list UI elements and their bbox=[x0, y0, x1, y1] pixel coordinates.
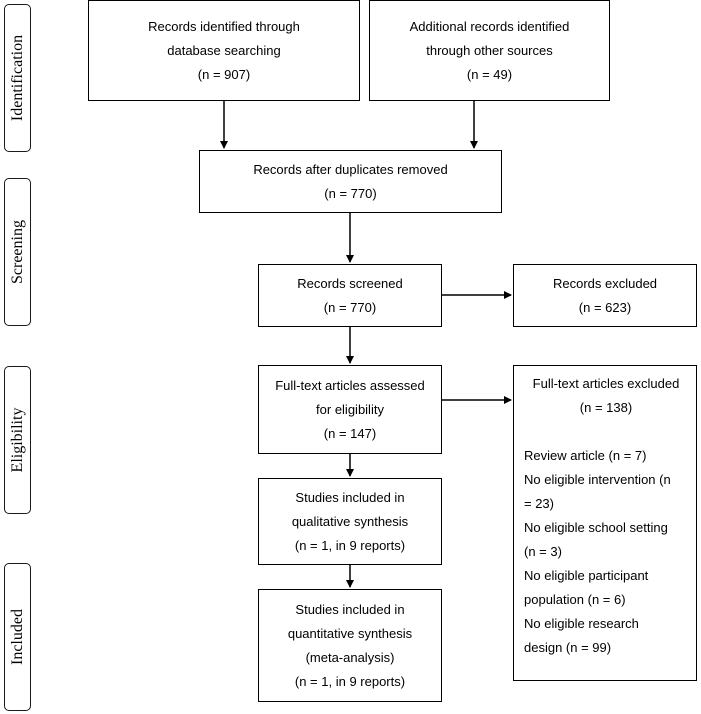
box-count: (n = 770) bbox=[324, 185, 377, 201]
box-count: (n = 907) bbox=[197, 66, 251, 82]
box-count: (n = 1, in 9 reports) bbox=[294, 537, 406, 553]
box-line: Full-text articles assessed bbox=[275, 377, 425, 393]
box-line: (meta-analysis) bbox=[305, 649, 395, 665]
box-count: (n = 1, in 9 reports) bbox=[294, 673, 406, 689]
box-count: (n = 623) bbox=[578, 299, 632, 315]
box-records-screened: Records screened (n = 770) bbox=[258, 264, 442, 327]
box-line: Records after duplicates removed bbox=[253, 161, 448, 177]
exclusion-reason: No eligible research bbox=[524, 616, 639, 631]
box-line: Studies included in bbox=[295, 601, 405, 617]
box-line: quantitative synthesis bbox=[287, 625, 413, 641]
exclusion-reason: No eligible school setting bbox=[524, 520, 668, 535]
box-records-excluded: Records excluded (n = 623) bbox=[513, 264, 697, 327]
stage-tab-included: Included bbox=[4, 563, 31, 711]
box-line: for eligibility bbox=[316, 401, 384, 417]
exclusion-reason: design (n = 99) bbox=[524, 640, 612, 655]
box-line: Records identified through bbox=[148, 18, 300, 34]
box-count: (n = 770) bbox=[323, 299, 377, 315]
box-database-records: Records identified through database sear… bbox=[88, 0, 360, 101]
box-other-sources: Additional records identified through ot… bbox=[369, 0, 610, 101]
box-fulltext-assessed: Full-text articles assessed for eligibil… bbox=[258, 365, 442, 454]
box-line: Records excluded bbox=[552, 275, 658, 291]
exclusion-reason: population (n = 6) bbox=[524, 592, 626, 607]
exclusion-reason: Review article (n = 7) bbox=[524, 448, 647, 463]
box-line: Studies included in bbox=[295, 489, 405, 505]
box-after-duplicates: Records after duplicates removed (n = 77… bbox=[199, 150, 502, 213]
box-line: database searching bbox=[167, 42, 281, 58]
box-line: through other sources bbox=[426, 42, 553, 58]
box-line: Additional records identified bbox=[409, 18, 570, 34]
exclusion-reason: (n = 3) bbox=[524, 544, 562, 559]
box-count: (n = 138) bbox=[579, 400, 633, 415]
box-qualitative-synthesis: Studies included in qualitative synthesi… bbox=[258, 478, 442, 565]
exclusion-reason: = 23) bbox=[524, 496, 554, 511]
stage-tab-identification: Identification bbox=[4, 4, 31, 152]
stage-tab-screening: Screening bbox=[4, 178, 31, 326]
box-line: Records screened bbox=[297, 275, 403, 291]
box-quantitative-synthesis: Studies included in quantitative synthes… bbox=[258, 589, 442, 702]
box-line: qualitative synthesis bbox=[291, 513, 409, 529]
box-count: (n = 147) bbox=[323, 425, 377, 441]
box-fulltext-excluded: Full-text articles excluded (n = 138) Re… bbox=[513, 365, 697, 681]
exclusion-reason: No eligible participant bbox=[524, 568, 649, 583]
exclusion-reason: No eligible intervention (n bbox=[524, 472, 671, 487]
box-title: Full-text articles excluded bbox=[532, 376, 680, 391]
stage-tab-eligibility: Eligibility bbox=[4, 366, 31, 514]
box-count: (n = 49) bbox=[466, 66, 513, 82]
